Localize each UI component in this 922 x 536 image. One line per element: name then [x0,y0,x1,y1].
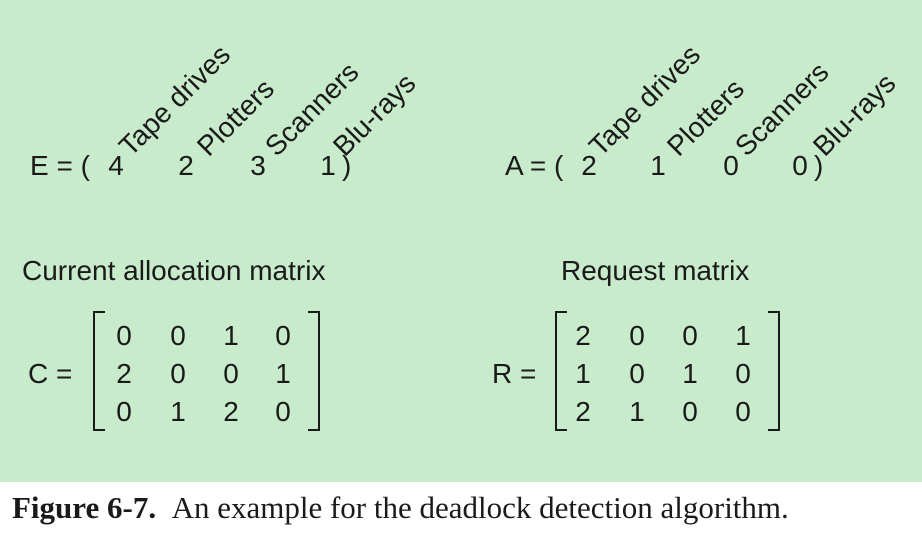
figure-caption: Figure 6-7. An example for the deadlock … [12,490,789,526]
existing-value-tape: 4 [108,150,124,181]
figure-number: Figure 6-7. [12,490,157,525]
request-cell: 0 [735,358,751,389]
request-cell: 1 [682,358,698,389]
matrix-r-right-bracket [768,311,780,431]
current-allocation-title: Current allocation matrix [22,255,326,286]
available-value-scanners: 0 [723,150,739,181]
matrix-c-right-bracket [308,311,320,431]
current-allocation-cell: 0 [116,320,132,351]
available-value-blurays: 0 [792,150,808,181]
request-cell: 1 [735,320,751,351]
request-cell: 0 [682,320,698,351]
current-allocation-cell: 0 [223,358,239,389]
request-cell: 0 [735,396,751,427]
current-allocation-cell: 1 [223,320,239,351]
available-value-tape: 2 [581,150,597,181]
request-cell: 2 [575,396,591,427]
current-allocation-cell: 0 [275,320,291,351]
current-allocation-cell: 2 [223,396,239,427]
request-cell: 1 [629,396,645,427]
request-cell: 0 [682,396,698,427]
request-cell: 0 [629,358,645,389]
figure-panel: Tape drives Plotters Scanners Blu-rays T… [0,0,922,482]
matrix-c-left-bracket [93,311,105,431]
current-allocation-cell: 0 [116,396,132,427]
existing-value-plotters: 2 [178,150,194,181]
current-allocation-label: C = [28,358,73,389]
available-vector-close: ) [814,150,824,181]
request-cell: 2 [575,320,591,351]
available-value-plotters: 1 [650,150,666,181]
request-matrix-title: Request matrix [561,255,750,286]
request-cell: 0 [629,320,645,351]
request-label: R = [492,358,537,389]
existing-vector-close: ) [342,150,352,181]
current-allocation-cell: 0 [275,396,291,427]
existing-value-blurays: 1 [320,150,336,181]
current-allocation-cell: 2 [116,358,132,389]
existing-value-scanners: 3 [250,150,266,181]
current-allocation-cell: 0 [170,358,186,389]
existing-vector-label: E = ( [30,150,90,181]
matrix-r-left-bracket [555,311,567,431]
request-cell: 1 [575,358,591,389]
available-vector-label: A = ( [505,150,564,181]
caption-text: An example for the deadlock detection al… [171,490,789,525]
current-allocation-cell: 0 [170,320,186,351]
current-allocation-cell: 1 [170,396,186,427]
current-allocation-cell: 1 [275,358,291,389]
